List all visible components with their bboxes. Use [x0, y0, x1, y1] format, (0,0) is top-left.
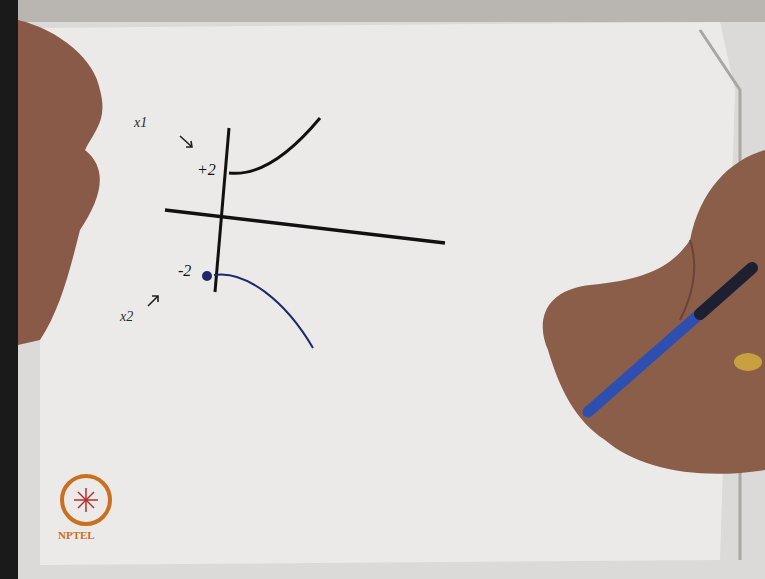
axis-value: -2 — [178, 263, 191, 279]
axis-value: +2 — [197, 162, 216, 178]
pen-cap — [700, 268, 752, 314]
pointer-arrow — [148, 296, 158, 306]
variable-label: x2 — [120, 310, 133, 324]
horizontal-axis — [165, 210, 445, 243]
upper-curve — [229, 118, 320, 173]
logo-star — [74, 488, 98, 512]
finger-crease — [680, 240, 694, 320]
ring — [734, 353, 762, 371]
lower-curve — [214, 274, 313, 348]
vertical-axis — [215, 128, 229, 292]
pointer-arrow — [180, 136, 192, 147]
logo-ring — [62, 476, 110, 524]
logo-text: NPTEL — [58, 530, 95, 541]
pen — [588, 268, 752, 412]
paper — [18, 0, 765, 579]
right-hand — [543, 150, 765, 474]
paper-edge — [18, 0, 765, 22]
ink-blot — [202, 271, 212, 281]
left-hand — [18, 20, 102, 345]
variable-label: x1 — [134, 116, 147, 130]
